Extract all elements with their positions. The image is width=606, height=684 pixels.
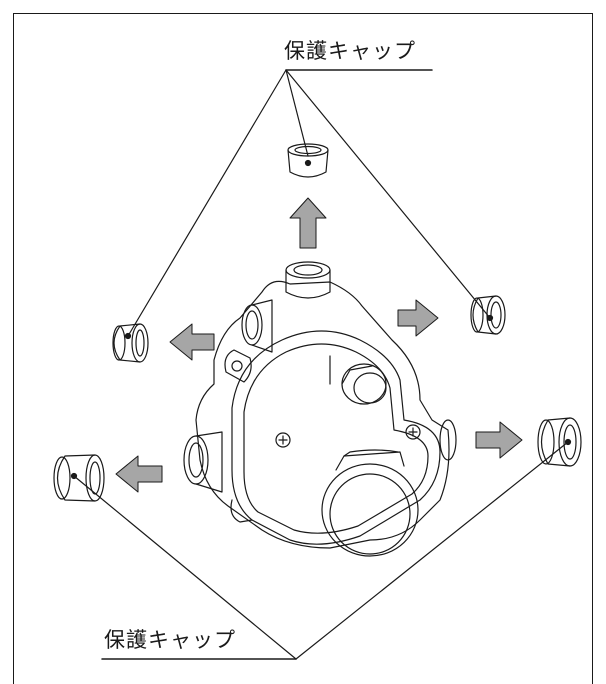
cap-lower-right	[537, 417, 582, 467]
diagram-frame	[13, 13, 593, 684]
arrow-right-lower	[475, 421, 523, 459]
cap-top	[287, 143, 329, 178]
bottom-leader-lines	[70, 438, 572, 660]
valve-body	[183, 261, 457, 557]
direction-arrows	[115, 197, 523, 493]
arrow-left-upper	[169, 323, 215, 361]
cap-upper-left	[112, 323, 149, 363]
protective-cap-label-bottom: 保護キャップ	[104, 628, 236, 652]
arrow-right-upper	[397, 299, 439, 337]
arrow-up	[289, 197, 327, 249]
cap-lower-left	[53, 454, 105, 502]
arrow-left-lower	[115, 455, 163, 493]
protective-cap-label-top: 保護キャップ	[284, 39, 416, 63]
cap-upper-right	[470, 295, 506, 335]
